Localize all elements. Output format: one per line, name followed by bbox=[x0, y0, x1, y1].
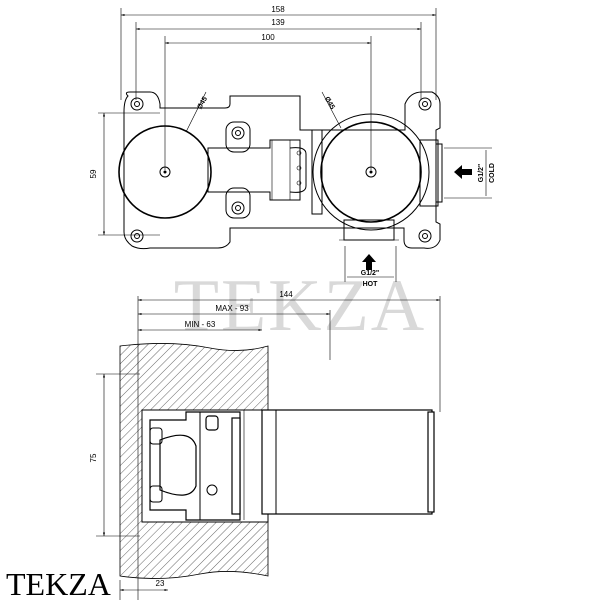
brand-logo: TEKZA bbox=[6, 566, 111, 600]
dim-158-label: 158 bbox=[271, 5, 285, 14]
mount-hole-top-left bbox=[130, 97, 144, 111]
mount-hole-top-right bbox=[418, 97, 432, 111]
hot-label: HOT bbox=[363, 281, 379, 288]
cold-label: COLD bbox=[489, 163, 496, 183]
trim-plate bbox=[261, 409, 433, 515]
dim-144-label: 144 bbox=[279, 290, 293, 299]
mounting-plate bbox=[123, 91, 441, 250]
right-valve-housing bbox=[312, 113, 430, 231]
mount-hole-bottom-right bbox=[418, 229, 432, 243]
dim-75-label: 75 bbox=[89, 453, 98, 462]
dia-right-label: Ø45 bbox=[323, 96, 336, 111]
hot-arrow-icon bbox=[362, 254, 376, 270]
watermark-text: TEKZA bbox=[174, 265, 427, 347]
right-valve-body bbox=[320, 121, 422, 223]
dim-59-label: 59 bbox=[89, 169, 98, 178]
top-view: 158 139 100 59 bbox=[89, 5, 496, 288]
hot-thread-label: G1/2" bbox=[361, 270, 380, 277]
mount-hole-bottom-left bbox=[130, 229, 144, 243]
left-valve-body bbox=[118, 125, 212, 219]
cold-thread-label: G1/2" bbox=[478, 164, 485, 183]
connecting-pipe bbox=[207, 139, 301, 201]
screw-boss-top bbox=[225, 121, 251, 153]
cold-arrow-icon bbox=[454, 165, 472, 179]
dim-min-label: MIN - 63 bbox=[185, 320, 216, 329]
screw-boss-bottom bbox=[225, 187, 251, 219]
dim-100-label: 100 bbox=[261, 33, 275, 42]
side-view: 144 MAX - 93 MIN - 63 75 bbox=[89, 290, 441, 600]
dim-max-label: MAX - 93 bbox=[215, 304, 249, 313]
dim-23-label: 23 bbox=[156, 579, 165, 588]
dim-139-label: 139 bbox=[271, 18, 285, 27]
